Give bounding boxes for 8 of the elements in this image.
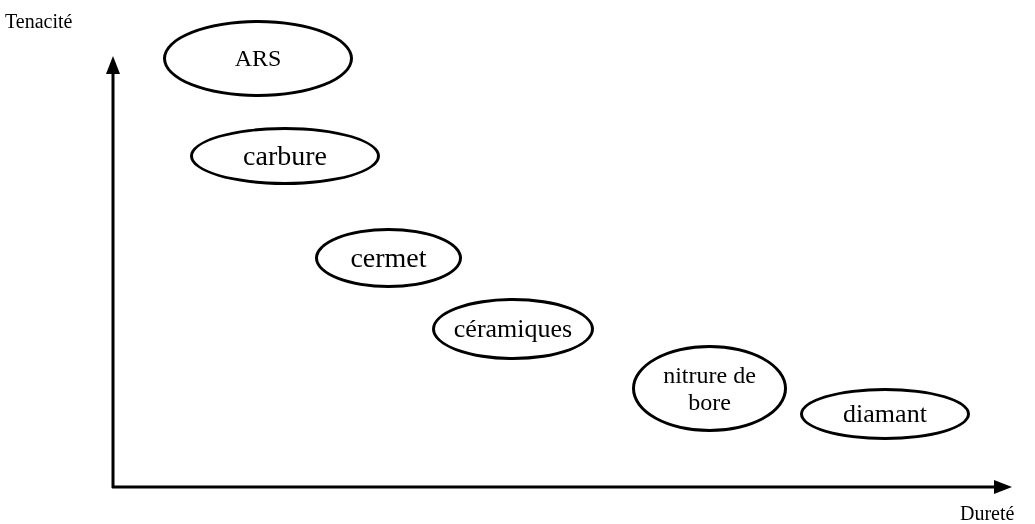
material-label: ARS xyxy=(234,45,282,72)
axis-title: Dureté xyxy=(960,501,1015,524)
material-label: carbure xyxy=(243,140,327,172)
material-label: cermet xyxy=(350,242,427,274)
axis-title: Tenacité xyxy=(5,9,73,34)
material-label: céramiques xyxy=(453,314,573,344)
material-label: nitrure de bore xyxy=(662,362,757,415)
material-label: diamant xyxy=(843,399,927,429)
